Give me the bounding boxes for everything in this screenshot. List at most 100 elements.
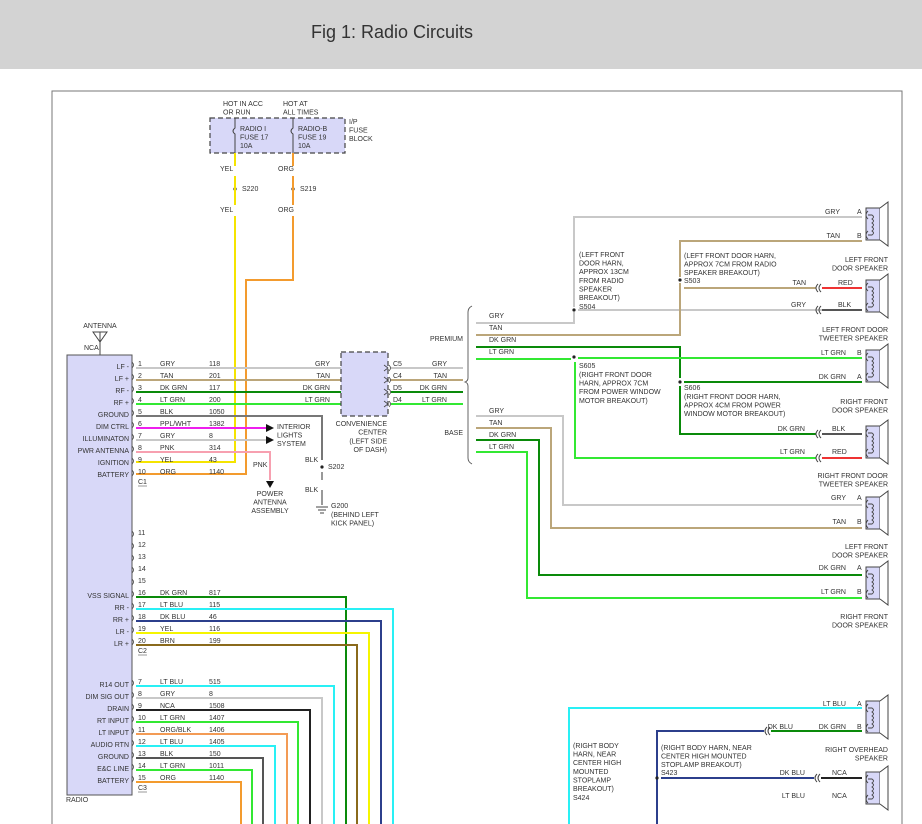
pin-terminal xyxy=(131,715,134,723)
fuse-feed-caption: OR RUN xyxy=(223,110,251,117)
radio-c3-wire xyxy=(136,709,311,824)
radio-pin-function: BATTERY xyxy=(97,778,129,785)
speaker-coil xyxy=(868,707,874,729)
inline-connector xyxy=(815,305,822,315)
ground-location: (BEHIND LEFT xyxy=(331,512,380,519)
splice-note: MOTOR BREAKOUT) xyxy=(579,398,648,405)
radio-name: RADIO xyxy=(66,797,89,804)
pin-number: 2 xyxy=(138,373,142,380)
pin-terminal xyxy=(131,361,134,369)
interior-lights-label: LIGHTS xyxy=(277,433,303,440)
speaker-name: LEFT FRONT DOOR xyxy=(822,327,888,334)
splice-note: SPEAKER xyxy=(579,286,612,293)
lead-color-label: NCA xyxy=(832,770,847,777)
wire-color-label: GRY xyxy=(160,433,175,440)
speaker-cone xyxy=(879,560,889,606)
wire-color-label: LT GRN xyxy=(160,397,185,404)
speaker-name: RIGHT OVERHEAD xyxy=(825,747,888,754)
pin-number: 17 xyxy=(138,602,146,609)
wire-color-label: DK BLU xyxy=(160,614,185,621)
splice-note: DOOR HARN, xyxy=(579,261,624,268)
radio-pin-function: IGNITION xyxy=(98,460,129,467)
pin-terminal xyxy=(131,703,134,711)
splice-note: BREAKOUT) xyxy=(579,295,620,302)
pin-terminal xyxy=(131,385,134,393)
splice-dot xyxy=(572,308,576,312)
pin-number: 13 xyxy=(138,751,146,758)
circuit-number: 116 xyxy=(209,626,220,633)
radio-pin-function: LT INPUT xyxy=(99,730,130,737)
fuse-feed-caption: HOT IN ACC xyxy=(223,101,263,108)
wire-color-label: TAN xyxy=(434,373,447,380)
wire-color-label: BRN xyxy=(160,638,175,645)
pin-number: 8 xyxy=(138,691,142,698)
pin-number: 10 xyxy=(138,469,146,476)
radio-pin-function: LR + xyxy=(114,641,129,648)
right-front-door-tweeter xyxy=(865,419,889,465)
speaker-cone xyxy=(879,490,889,536)
pin-number: 19 xyxy=(138,626,146,633)
wire-color-label: DK GRN xyxy=(778,426,805,433)
pin-terminal xyxy=(131,691,134,699)
radio-pin-function: GROUND xyxy=(98,754,129,761)
tan-lf-speaker-wire xyxy=(679,240,862,277)
terminal-pin: B xyxy=(857,724,862,731)
right-front-door-speaker-base xyxy=(865,560,889,606)
circuit-number: 118 xyxy=(209,361,220,368)
pin-terminal xyxy=(131,578,134,586)
base-branch-label: BASE xyxy=(444,430,463,437)
pin-number: 15 xyxy=(138,578,146,585)
splice-note: FROM POWER WINDOW xyxy=(579,389,661,396)
terminal-pin: B xyxy=(857,233,862,240)
right-front-door-speaker xyxy=(865,343,889,389)
speaker-terminal xyxy=(865,352,869,382)
base-tan-wire xyxy=(476,427,862,529)
radio-c3-wire xyxy=(136,781,242,824)
pin-terminal xyxy=(131,457,134,465)
radio-c3-wire xyxy=(136,733,288,824)
wire-color-label: ORG/BLK xyxy=(160,727,191,734)
speaker-name: DOOR SPEAKER xyxy=(832,623,888,630)
wire-color-label: DK GRN xyxy=(819,565,846,572)
wire-color-label: TAN xyxy=(489,420,502,427)
wire-color-label: YEL xyxy=(220,207,233,214)
speaker-name: DOOR SPEAKER xyxy=(832,408,888,415)
speaker-coil xyxy=(868,356,874,378)
speaker-terminal xyxy=(865,210,869,240)
radio-pin-function: LF + xyxy=(115,376,129,383)
ground-wire xyxy=(136,415,323,460)
splice-dot xyxy=(655,776,659,780)
arrow-icon xyxy=(266,436,274,444)
fuse-label: RADIO I xyxy=(240,126,266,133)
pin-terminal xyxy=(131,445,134,453)
power-antenna-label: ASSEMBLY xyxy=(251,508,289,515)
splice-note: FROM RADIO xyxy=(579,278,624,285)
terminal-pin: A xyxy=(857,374,862,381)
radio-pin-function: LR - xyxy=(116,629,130,636)
pin-terminal xyxy=(131,421,134,429)
ground-location: KICK PANEL) xyxy=(331,521,374,528)
wire-color-label: DK GRN xyxy=(303,385,330,392)
lead-color-label: BLK xyxy=(832,426,846,433)
premium-tan-wire xyxy=(476,283,681,336)
speaker-coil xyxy=(868,503,874,525)
pin-number: 7 xyxy=(138,433,142,440)
splice-note: (LEFT FRONT xyxy=(579,252,625,259)
cc-pin-arrow xyxy=(383,400,389,408)
circuit-number: 817 xyxy=(209,590,221,597)
diagram-frame xyxy=(51,90,903,824)
speaker-name: RIGHT FRONT xyxy=(840,399,888,406)
splice-note: (RIGHT FRONT DOOR xyxy=(579,372,652,379)
splice-dot xyxy=(320,465,324,469)
splice-dot xyxy=(572,355,576,359)
terminal-pin: A xyxy=(857,209,862,216)
pin-number: 10 xyxy=(138,715,146,722)
circuit-number: 117 xyxy=(209,385,220,392)
left-front-door-speaker xyxy=(865,201,889,247)
radio-pin-function: VSS SIGNAL xyxy=(87,593,129,600)
wire-color-label: GRY xyxy=(432,361,447,368)
radio-c3-wire xyxy=(136,745,276,824)
connector-id: C1 xyxy=(138,479,147,486)
radio-unit xyxy=(66,354,133,796)
